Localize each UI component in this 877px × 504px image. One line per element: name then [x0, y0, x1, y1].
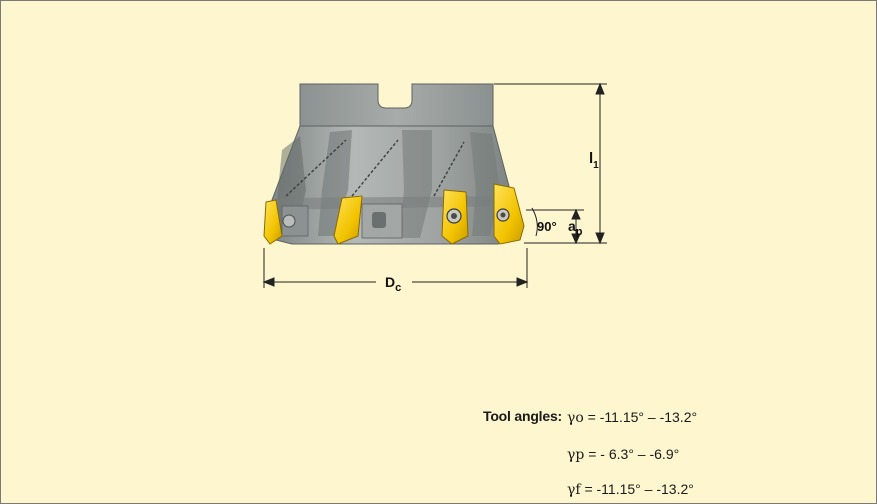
length-label: l1: [589, 150, 599, 171]
cutter-shank: [299, 83, 494, 127]
angle-label: 90°: [537, 219, 557, 234]
dimension-labels: l1 Dc ap 90°: [385, 150, 599, 294]
cutting-inserts: [263, 183, 525, 245]
diameter-label: Dc: [385, 274, 401, 294]
cutter-body: [267, 125, 516, 245]
depth-label: ap: [568, 218, 583, 238]
dimension-lines: [262, 82, 607, 288]
